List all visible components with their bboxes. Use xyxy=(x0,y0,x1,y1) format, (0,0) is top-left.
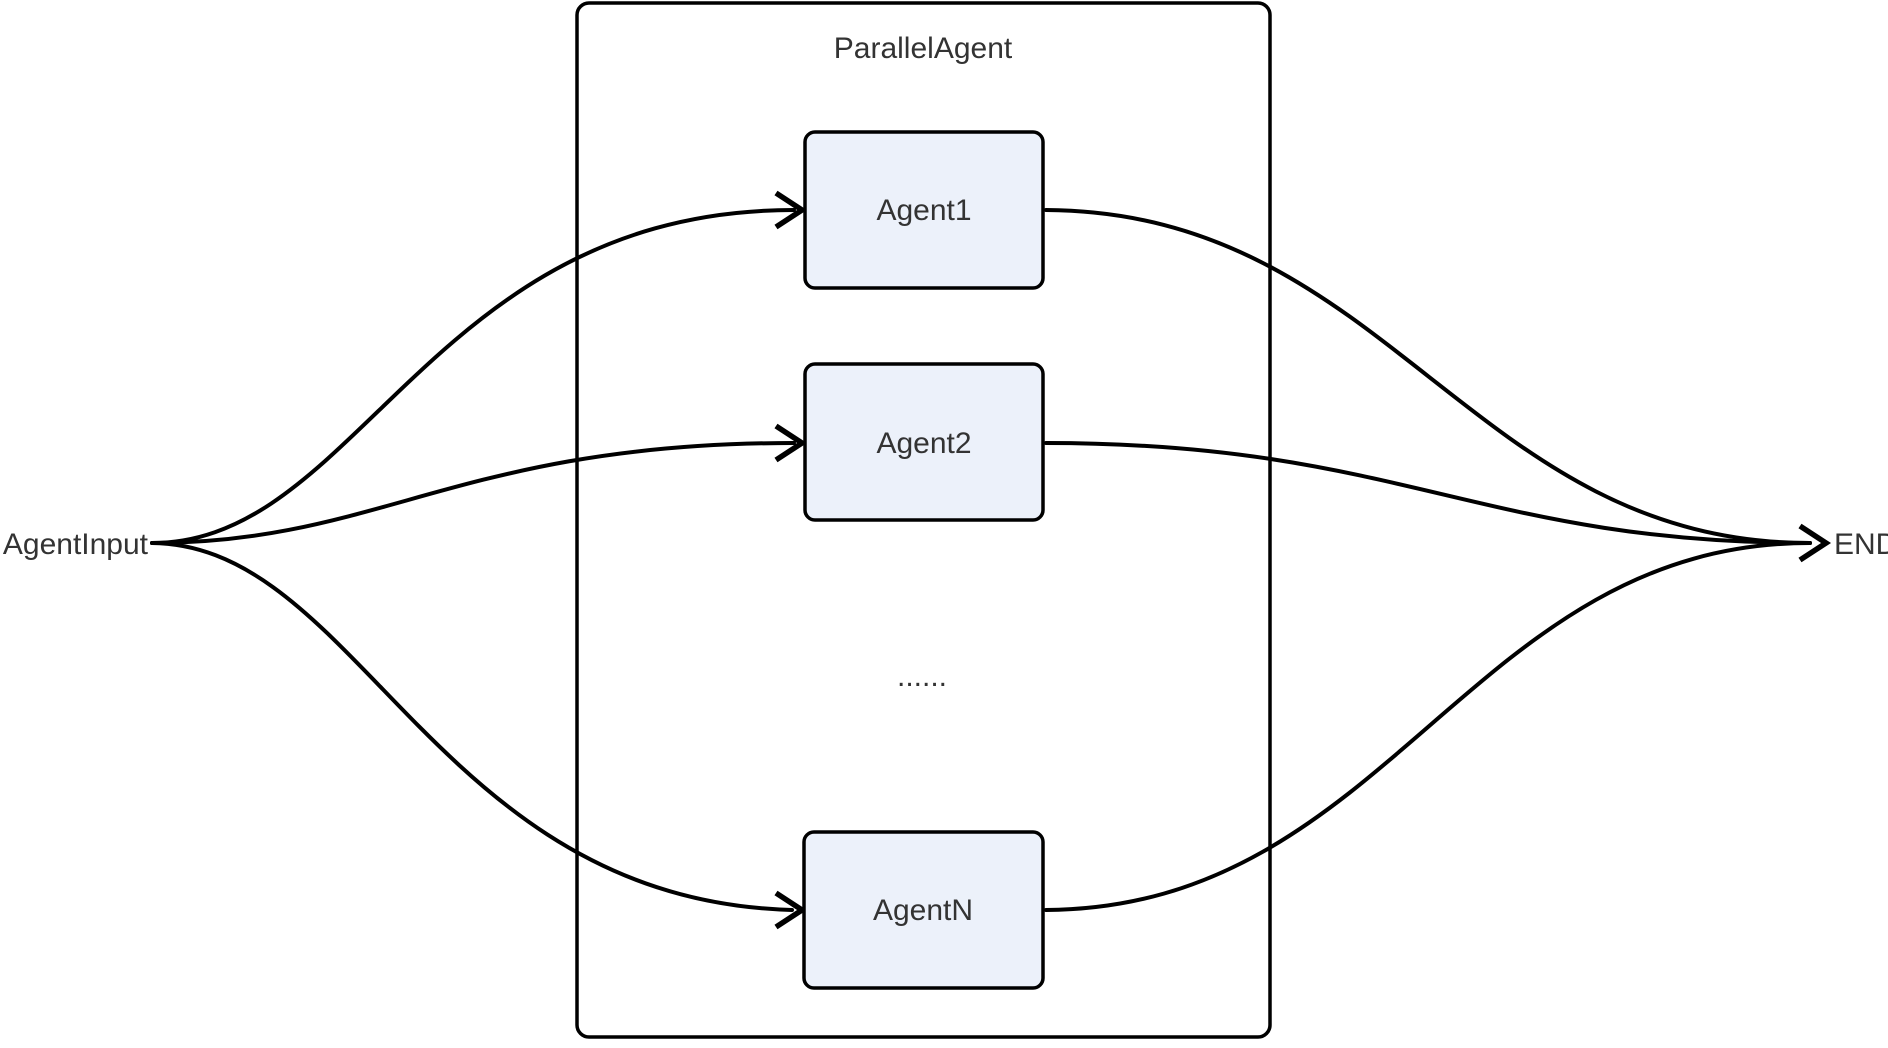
agent1-box xyxy=(803,130,1045,290)
agent2-node: Agent2 xyxy=(803,362,1045,522)
arrowhead-agent1-icon xyxy=(774,190,808,230)
agent2-label: Agent2 xyxy=(876,427,971,460)
container-title: ParallelAgent xyxy=(834,32,1013,65)
agent2-box xyxy=(803,362,1045,522)
end-label: END xyxy=(1834,528,1888,561)
arrowhead-agent2-icon xyxy=(774,423,808,463)
agentN-label: AgentN xyxy=(873,894,973,927)
arrowhead-agentN-icon xyxy=(774,890,808,930)
edge-agent1-to-end xyxy=(1044,208,1812,545)
edge-agent2-to-end xyxy=(1044,441,1812,545)
edge-input-to-agent1 xyxy=(150,208,796,545)
agentN-node: AgentN xyxy=(802,830,1045,990)
ellipsis-label: ...... xyxy=(897,660,947,693)
agent1-node: Agent1 xyxy=(803,130,1045,290)
agentN-box xyxy=(802,830,1045,990)
edge-input-to-agent2 xyxy=(150,441,796,545)
edge-agentN-to-end xyxy=(1044,541,1812,912)
agent-input-label: AgentInput xyxy=(3,528,149,561)
agent1-label: Agent1 xyxy=(876,194,971,227)
edge-input-to-agentN xyxy=(150,541,794,912)
arrowhead-end-icon xyxy=(1798,523,1832,563)
